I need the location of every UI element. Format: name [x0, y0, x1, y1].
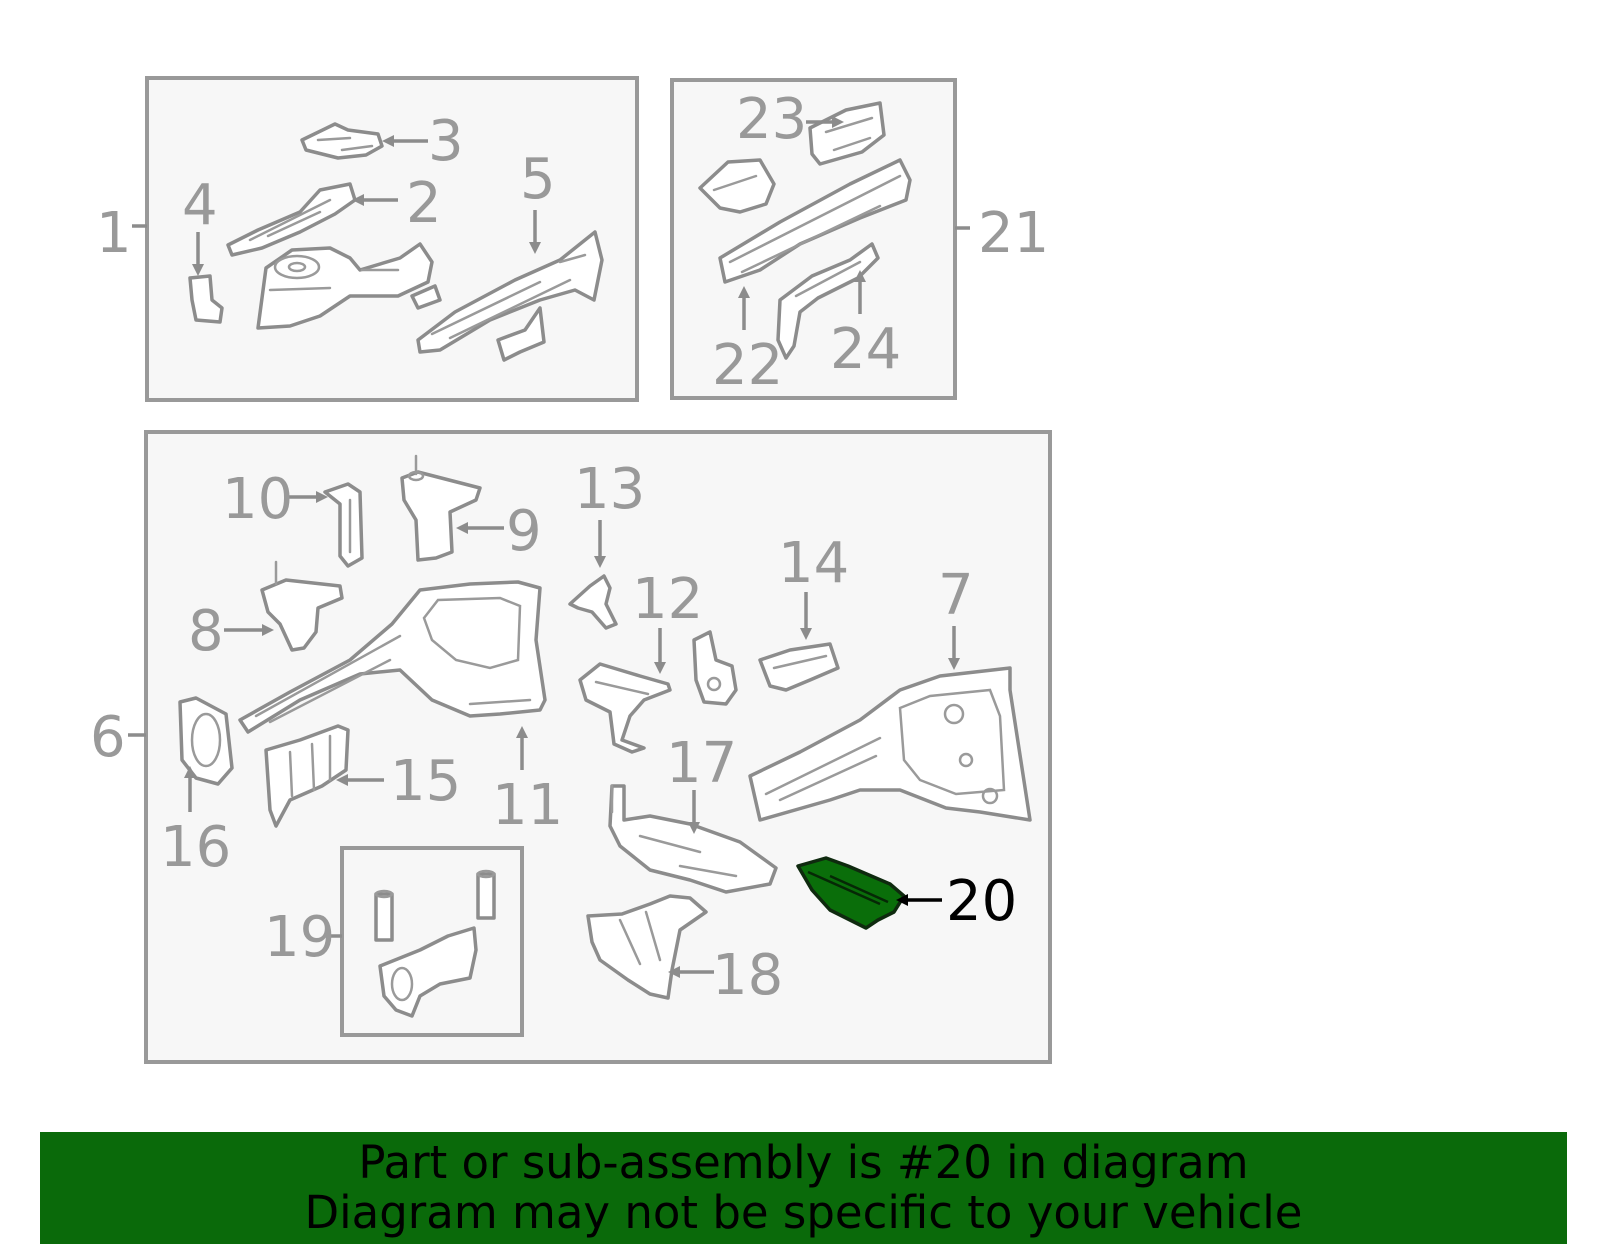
callout-1[interactable]: 1: [96, 201, 132, 266]
part-15: [264, 724, 350, 828]
callout-18[interactable]: 18: [712, 943, 783, 1008]
callout-20-highlighted[interactable]: 20: [946, 869, 1017, 934]
callout-23[interactable]: 23: [736, 87, 807, 152]
leader-2: [352, 194, 398, 206]
leader-24: [854, 270, 866, 314]
callout-3[interactable]: 3: [428, 109, 464, 174]
callout-11[interactable]: 11: [492, 773, 563, 838]
group-box-1: [145, 76, 639, 402]
callout-5[interactable]: 5: [520, 147, 556, 212]
part-8: [260, 560, 344, 652]
leader-12: [654, 628, 666, 674]
leader-13: [594, 520, 606, 568]
part-4: [188, 274, 224, 324]
callout-24[interactable]: 24: [830, 317, 901, 382]
leader-9: [456, 522, 504, 534]
leader-22: [738, 286, 750, 330]
leader-20: [896, 894, 942, 906]
callout-4[interactable]: 4: [182, 173, 218, 238]
part-19-bracket: [378, 926, 478, 1018]
leader-18: [668, 966, 714, 978]
part-10: [323, 482, 364, 568]
leader-8: [224, 624, 274, 636]
callout-15[interactable]: 15: [390, 749, 461, 814]
part-7: [748, 666, 1032, 822]
callout-21[interactable]: 21: [978, 201, 1049, 266]
part-24: [776, 242, 880, 360]
callout-12[interactable]: 12: [632, 567, 703, 632]
callout-14[interactable]: 14: [778, 531, 849, 596]
callout-7[interactable]: 7: [938, 563, 974, 628]
leader-7: [948, 626, 960, 670]
callout-13[interactable]: 13: [574, 457, 645, 522]
banner-line-2: Diagram may not be specific to your vehi…: [304, 1186, 1303, 1239]
part-19-pin-b: [476, 869, 496, 920]
part-12b: [692, 630, 738, 706]
part-12: [578, 662, 672, 754]
callout-16[interactable]: 16: [160, 815, 231, 880]
callout-22[interactable]: 22: [712, 333, 783, 398]
part-11: [238, 580, 547, 734]
info-banner: Part or sub-assembly is #20 in diagram D…: [40, 1132, 1567, 1244]
callout-2[interactable]: 2: [406, 171, 442, 236]
part-strut-tower: [256, 242, 434, 330]
callout-8[interactable]: 8: [188, 599, 224, 664]
part-22: [718, 158, 912, 284]
callout-10[interactable]: 10: [222, 467, 293, 532]
banner-line-1: Part or sub-assembly is #20 in diagram: [358, 1136, 1249, 1189]
leader-5: [529, 210, 541, 254]
part-20-highlighted[interactable]: [796, 856, 906, 930]
part-21-bracket: [698, 158, 776, 214]
part-3: [300, 122, 384, 160]
part-9: [400, 454, 482, 562]
part-23: [808, 101, 886, 166]
leader-17: [688, 790, 700, 834]
leader-10: [288, 491, 328, 503]
part-16: [178, 696, 234, 786]
callout-19[interactable]: 19: [264, 905, 335, 970]
leader-14: [800, 592, 812, 640]
leader-11: [516, 726, 528, 770]
callout-17[interactable]: 17: [666, 731, 737, 796]
part-5: [410, 230, 604, 362]
callout-9[interactable]: 9: [506, 499, 542, 564]
leader-23: [806, 116, 844, 128]
part-18: [586, 894, 708, 1000]
leader-4: [192, 232, 204, 276]
leader-3: [382, 135, 428, 147]
leader-16: [184, 766, 196, 812]
part-14: [758, 642, 840, 692]
part-13: [568, 574, 618, 630]
part-19-pin-a: [374, 889, 394, 942]
callout-6[interactable]: 6: [90, 705, 126, 770]
part-17: [608, 784, 778, 894]
leader-15: [336, 774, 384, 786]
